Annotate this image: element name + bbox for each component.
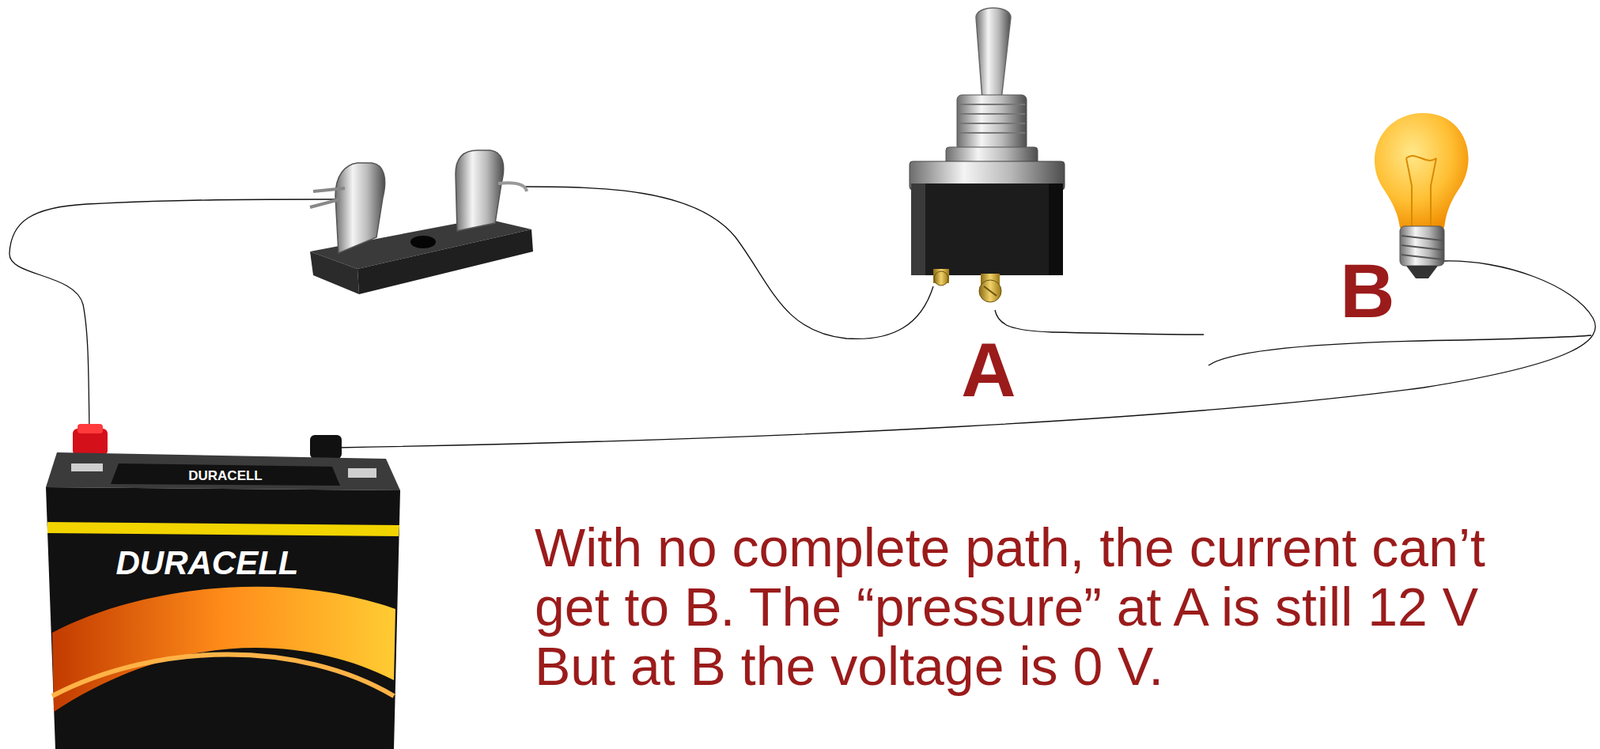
light-bulb-part (1406, 155, 1437, 227)
wire (9, 186, 1596, 448)
toggle-switch-part (934, 271, 949, 286)
toggle-switch-part (979, 279, 1002, 303)
caption: With no complete path, the current can’t… (534, 518, 1516, 696)
fuse-holder-part (310, 251, 360, 295)
toggle-switch-part (958, 122, 1026, 125)
fuse-holder-part (410, 235, 436, 249)
point-label: A (960, 332, 1016, 409)
point-label: B (1339, 253, 1395, 330)
battery-part (77, 423, 103, 434)
toggle-switch-part (1048, 183, 1063, 276)
battery-part (310, 434, 342, 459)
battery-part (52, 586, 396, 712)
brand-text: DURACELL (116, 546, 299, 580)
brand-text: DURACELL (188, 469, 263, 483)
fuse-holder-part (498, 182, 527, 192)
battery-part (347, 468, 377, 478)
toggle-switch-part (983, 286, 997, 296)
light-bulb-part (1374, 113, 1469, 228)
light-bulb-part (1401, 245, 1443, 250)
toggle-switch-part (956, 94, 1027, 151)
battery-part (45, 452, 401, 491)
battery-part (110, 463, 341, 486)
toggle-switch-part (911, 183, 926, 276)
light-bulb-part (1401, 235, 1443, 241)
toggle-switch-part (958, 104, 1026, 133)
toggle-switch (909, 7, 1065, 303)
toggle-switch-part (975, 7, 1011, 100)
fuse-holder (310, 150, 534, 295)
toggle-switch-part (958, 132, 1026, 134)
battery-part (52, 654, 394, 697)
battery-part (47, 521, 400, 537)
wire-part (9, 199, 339, 434)
light-bulb-part (1401, 254, 1443, 260)
fuse-holder-part (310, 188, 345, 208)
wire-part (525, 186, 934, 339)
fuse-holder-part (357, 229, 534, 295)
toggle-switch-part (958, 113, 1026, 115)
battery-part (45, 487, 401, 749)
light-bulb-part (1399, 226, 1445, 266)
wire-part (336, 260, 1596, 448)
toggle-switch-part (911, 183, 1063, 276)
wire-part (994, 310, 1204, 335)
battery-part (71, 463, 103, 472)
battery (45, 423, 401, 749)
fuse-holder-part (335, 162, 386, 254)
light-bulb-part (1406, 265, 1438, 279)
light-bulb-part (1401, 235, 1443, 260)
wire-part (1208, 335, 1592, 366)
fuse-holder-part (455, 150, 504, 231)
toggle-switch-part (958, 103, 1026, 106)
